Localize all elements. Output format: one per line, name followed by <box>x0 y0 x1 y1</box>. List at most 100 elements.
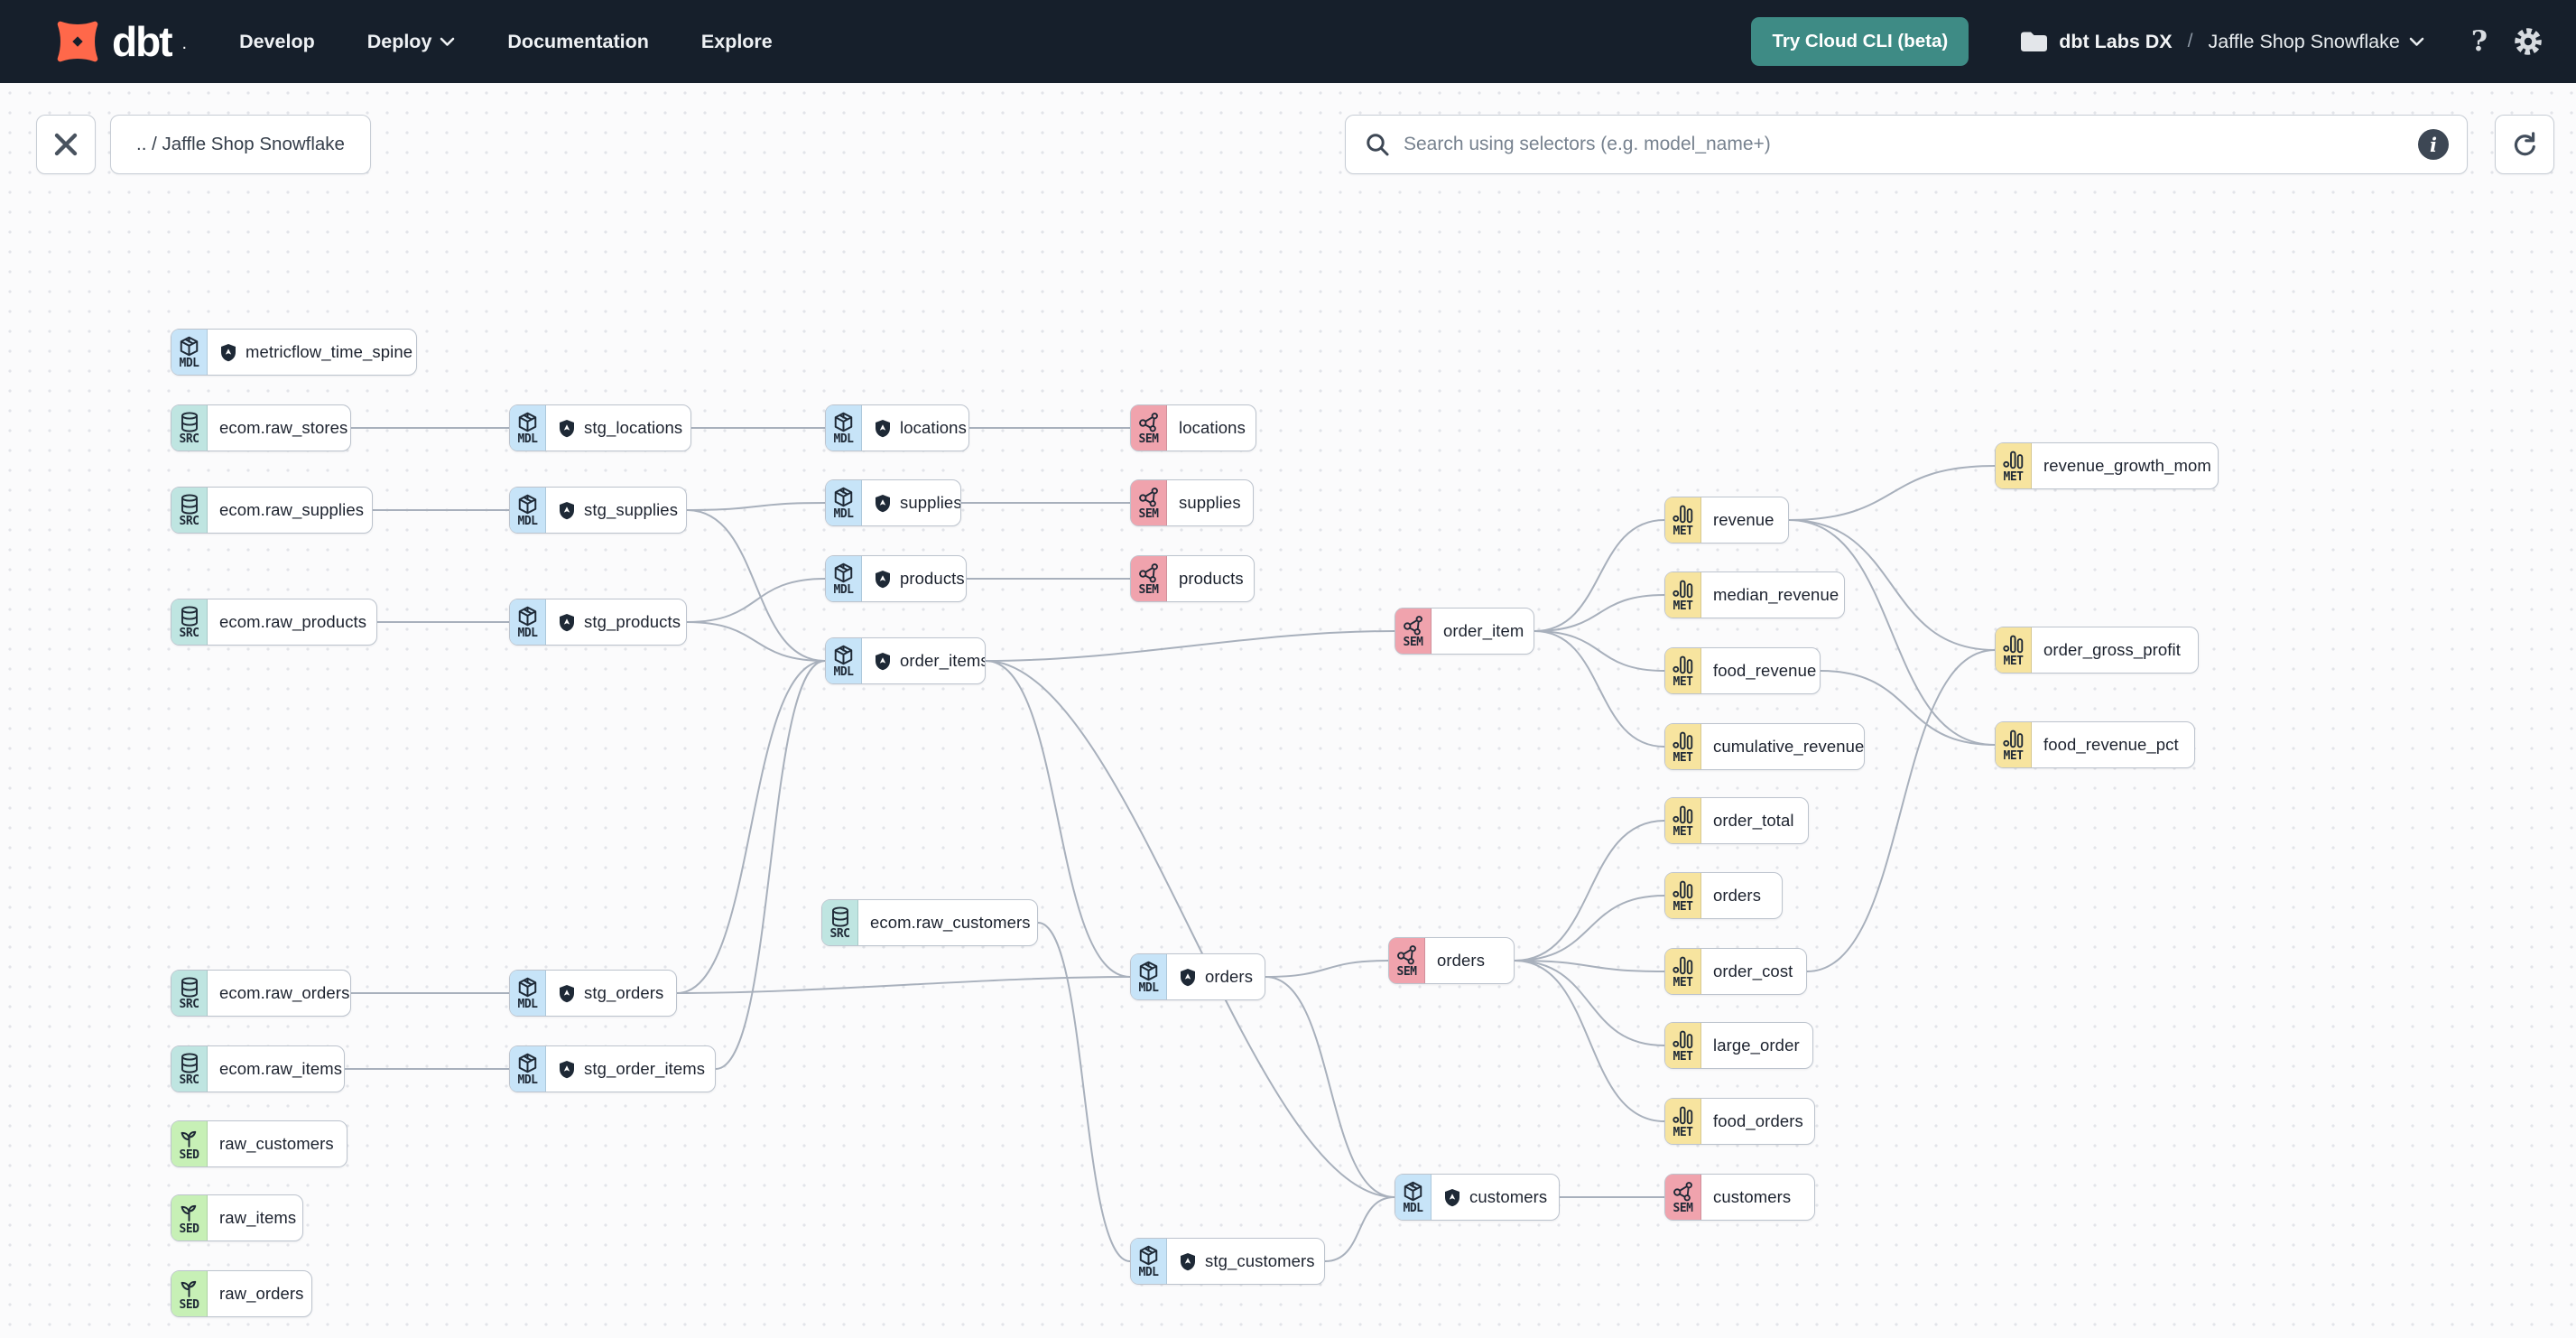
graph-node-ecom-raw-items[interactable]: SRC ecom.raw_items <box>171 1045 345 1092</box>
project-selector[interactable]: Jaffle Shop Snowflake <box>2208 31 2424 53</box>
search-icon <box>1367 134 1389 156</box>
refresh-button[interactable] <box>2495 115 2554 174</box>
dbt-logo-icon <box>57 21 98 62</box>
node-label: orders <box>1205 967 1254 986</box>
node-label: locations <box>1179 418 1246 437</box>
node-type-label: MET <box>2003 749 2024 764</box>
settings-gear-icon[interactable] <box>2511 24 2545 59</box>
node-body: locations <box>862 405 968 451</box>
edge-stg-order-items-to-order-items <box>715 660 826 1070</box>
node-label: stg_order_items <box>584 1059 706 1078</box>
info-icon[interactable]: i <box>2418 129 2449 160</box>
account-name[interactable]: dbt Labs DX <box>2059 30 2173 52</box>
nav-item-explore[interactable]: Explore <box>700 30 773 52</box>
search-input[interactable] <box>1404 134 2405 155</box>
shield-icon <box>874 494 892 513</box>
metric-icon: MET <box>1665 648 1701 693</box>
node-body: ecom.raw_customers <box>858 900 1037 945</box>
graph-node-ecom-raw-supplies[interactable]: SRC ecom.raw_supplies <box>171 487 373 534</box>
node-type-label: SRC <box>179 515 199 529</box>
node-label: ecom.raw_supplies <box>219 500 365 519</box>
graph-node-order-items[interactable]: MDL order_items <box>825 637 986 684</box>
try-cloud-cli-button[interactable]: Try Cloud CLI (beta) <box>1751 17 1969 66</box>
edge-order-items-to-customers-mdl <box>985 660 1395 1198</box>
node-type-label: MET <box>1673 1126 1693 1140</box>
nav-item-documentation[interactable]: Documentation <box>507 30 649 52</box>
seed-icon: SED <box>171 1271 208 1316</box>
graph-node-orders-mdl[interactable]: MDL orders <box>1130 953 1265 1000</box>
graph-node-metricflow_time_spine[interactable]: MDL metricflow_time_spine <box>171 329 417 376</box>
breadcrumb[interactable]: .. / Jaffle Shop Snowflake <box>110 115 371 174</box>
close-button[interactable] <box>36 115 96 174</box>
node-label: ecom.raw_items <box>219 1059 343 1078</box>
database-icon: SRC <box>171 1046 208 1092</box>
node-label: locations <box>900 418 967 437</box>
dbt-logo[interactable]: dbt . <box>52 16 187 67</box>
selector-search: i <box>1345 115 2468 174</box>
shield-icon <box>558 1060 576 1079</box>
node-label: supplies <box>1179 493 1241 512</box>
edge-stg-products-to-products-mdl <box>686 578 826 623</box>
refresh-icon <box>2514 132 2535 156</box>
node-label: metricflow_time_spine <box>246 342 413 361</box>
edge-orders-sem-to-order-cost <box>1514 960 1665 972</box>
node-body: order_items <box>862 638 985 683</box>
node-body: raw_items <box>208 1195 302 1240</box>
node-type-label: SRC <box>179 998 199 1012</box>
cube-icon: MDL <box>1131 954 1167 999</box>
node-body: stg_order_items <box>546 1046 715 1092</box>
node-body: ecom.raw_products <box>208 599 376 645</box>
shield-icon <box>558 984 576 1003</box>
node-type-label: MDL <box>1403 1202 1423 1216</box>
node-label: raw_orders <box>219 1284 304 1303</box>
navbar: dbt . Develop Deploy Documentation Explo… <box>0 0 2576 83</box>
node-type-label: MDL <box>1138 1266 1159 1280</box>
graph-node-raw-orders[interactable]: SED raw_orders <box>171 1270 312 1317</box>
lineage-canvas[interactable]: .. / Jaffle Shop Snowflake i MDL metricfl… <box>0 83 2576 1338</box>
shield-icon <box>558 419 576 438</box>
nav-item-develop[interactable]: Develop <box>239 30 315 52</box>
edge-orders-sem-to-order-total <box>1514 820 1665 962</box>
node-type-label: MDL <box>833 665 854 680</box>
node-body: products <box>862 556 966 601</box>
help-icon[interactable]: ? <box>2470 25 2488 58</box>
node-type-label: MDL <box>179 357 199 371</box>
node-label: raw_items <box>219 1208 297 1227</box>
nav-item-deploy[interactable]: Deploy <box>367 31 456 53</box>
metric-icon: MET <box>1665 949 1701 994</box>
